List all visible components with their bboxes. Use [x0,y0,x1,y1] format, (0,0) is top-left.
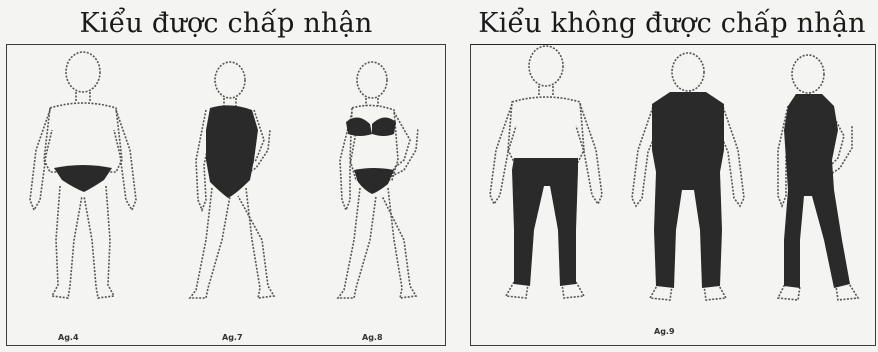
bikini-bottom [354,168,394,194]
figure-caption: Ag.9 [654,327,675,336]
not-accepted-panel: Kiểu không được chấp nhận Ag.9 [466,0,878,352]
accepted-panel: Kiểu được chấp nhận Ag.4 Ag.7 [0,0,452,352]
figure-caption: Ag.4 [58,333,79,342]
figure-caption: Ag.7 [222,333,243,342]
briefs-garment [54,165,112,192]
accepted-figures: Ag.4 Ag.7 Ag.8 [0,0,452,352]
bikini-top [346,117,396,136]
onepiece-garment [206,105,258,198]
female-bodysuit-garment [784,94,850,288]
leggings-garment [512,158,578,286]
figure-caption: Ag.8 [362,333,383,342]
not-accepted-figures: Ag.9 [466,0,878,352]
bodysuit-garment [652,92,724,288]
